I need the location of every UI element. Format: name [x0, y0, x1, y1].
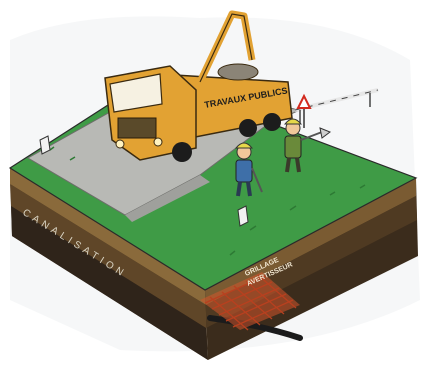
truck-load [218, 64, 258, 80]
truck-wheel-rear-1 [239, 119, 257, 137]
marker-post-left [40, 136, 50, 154]
truck-grille [118, 118, 156, 138]
truck-wheel-front [172, 142, 192, 162]
truck-headlight-left [116, 140, 124, 148]
marker-post-right [238, 206, 248, 226]
truck-headlight-right [154, 138, 162, 146]
truck-wheel-rear-2 [263, 113, 281, 131]
